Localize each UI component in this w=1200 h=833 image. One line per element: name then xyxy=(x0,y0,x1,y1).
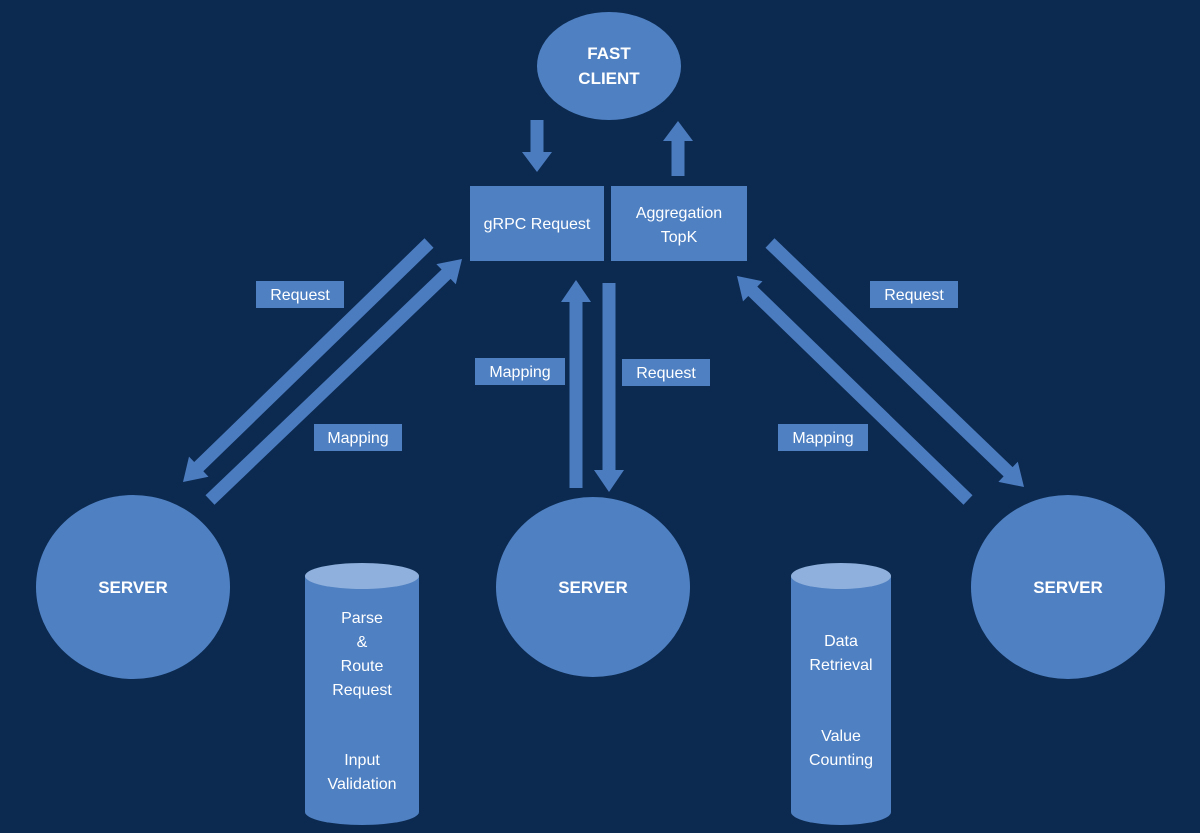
edge-label-center-mapping-bg xyxy=(475,358,565,385)
cylinder-left-body xyxy=(305,576,419,812)
client-label-line-1: FAST xyxy=(587,44,631,63)
cylinder-right-bottom xyxy=(791,799,891,825)
flow-arrows xyxy=(183,120,1024,505)
cylinder-left-line-3: Route xyxy=(341,658,384,675)
cylinder-right-line-2: Retrieval xyxy=(809,657,872,674)
edge-label-right-mapping-text: Mapping xyxy=(792,430,853,447)
edge-label-right-request-text: Request xyxy=(884,287,944,304)
server-left-node: SERVER xyxy=(36,495,230,679)
cylinder-parse-route: Parse & Route Request Input Validation xyxy=(305,563,419,825)
edge-label-left-request-text: Request xyxy=(270,287,330,304)
grpc-request-rect xyxy=(470,186,604,261)
aggregation-label-line-2: TopK xyxy=(661,229,698,246)
server-right-node: SERVER xyxy=(971,495,1165,679)
edge-label-left-mapping-bg xyxy=(314,424,402,451)
server-center-label: SERVER xyxy=(558,578,628,597)
cylinder-right-top xyxy=(791,563,891,589)
server-right-ellipse xyxy=(971,495,1165,679)
aggregation-rect xyxy=(611,186,747,261)
arrow-mapping-from-left-server xyxy=(205,259,462,505)
edge-label-right-request: Request xyxy=(870,281,958,308)
fast-client-node: FAST CLIENT xyxy=(537,12,681,120)
cylinder-right-line-1: Data xyxy=(824,633,858,650)
edge-label-right-mapping-bg xyxy=(778,424,868,451)
edge-label-right-mapping: Mapping xyxy=(778,424,868,451)
cylinder-left-top xyxy=(305,563,419,589)
edge-label-left-request: Request xyxy=(256,281,344,308)
cylinder-left-bottom xyxy=(305,799,419,825)
edge-label-center-request-bg xyxy=(622,359,710,386)
grpc-request-label: gRPC Request xyxy=(484,216,591,233)
server-left-ellipse xyxy=(36,495,230,679)
client-ellipse xyxy=(537,12,681,120)
server-center-ellipse xyxy=(496,497,690,677)
server-right-label: SERVER xyxy=(1033,578,1103,597)
edge-label-center-request-text: Request xyxy=(636,365,696,382)
edge-label-center-request: Request xyxy=(622,359,710,386)
client-label-line-2: CLIENT xyxy=(578,69,640,88)
edge-label-right-request-bg xyxy=(870,281,958,308)
arrow-mapping-from-center-server xyxy=(561,280,591,488)
server-left-label: SERVER xyxy=(98,578,168,597)
aggregation-label-line-1: Aggregation xyxy=(636,205,722,222)
cylinder-right-body xyxy=(791,576,891,812)
cylinder-left-line-7: Validation xyxy=(327,776,396,793)
cylinder-right-line-5: Counting xyxy=(809,752,873,769)
cylinder-left-line-6: Input xyxy=(344,752,380,769)
edge-label-center-mapping-text: Mapping xyxy=(489,364,550,381)
aggregation-topk-box: Aggregation TopK xyxy=(611,186,747,261)
arrow-request-to-left-server xyxy=(183,238,434,482)
cylinder-data-retrieval: Data Retrieval Value Counting xyxy=(791,563,891,825)
server-center-node: SERVER xyxy=(496,497,690,677)
edge-label-left-request-bg xyxy=(256,281,344,308)
arrow-mapping-from-right-server xyxy=(737,276,973,505)
cylinder-left-line-2: & xyxy=(357,634,368,651)
arrow-aggregation-to-client xyxy=(663,121,693,176)
edge-label-left-mapping: Mapping xyxy=(314,424,402,451)
grpc-request-box: gRPC Request xyxy=(470,186,604,261)
arrow-request-to-right-server xyxy=(765,238,1024,487)
arrow-request-to-center-server xyxy=(594,283,624,492)
cylinder-left-line-1: Parse xyxy=(341,610,383,627)
arrow-client-to-grpc xyxy=(522,120,552,172)
cylinder-right-line-4: Value xyxy=(821,728,861,745)
edge-label-left-mapping-text: Mapping xyxy=(327,430,388,447)
cylinder-left-line-4: Request xyxy=(332,682,392,699)
edge-label-center-mapping: Mapping xyxy=(475,358,565,385)
